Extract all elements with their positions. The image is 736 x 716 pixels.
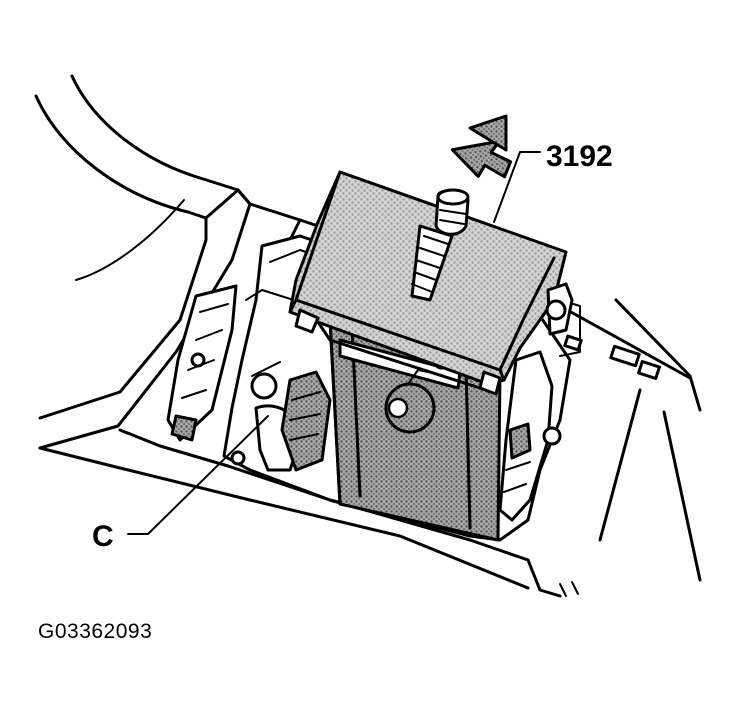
pull-direction-arrow <box>450 114 513 179</box>
shift-housing <box>328 318 502 542</box>
figure-caption-code: G03362093 <box>38 620 153 643</box>
left-latch-mechanism <box>166 284 332 472</box>
tool-spindle <box>410 188 470 302</box>
leader-lines <box>127 151 541 535</box>
label-callout-c: C <box>92 520 114 553</box>
right-latch-mechanism <box>498 350 562 522</box>
label-tool-number: 3192 <box>546 140 613 173</box>
